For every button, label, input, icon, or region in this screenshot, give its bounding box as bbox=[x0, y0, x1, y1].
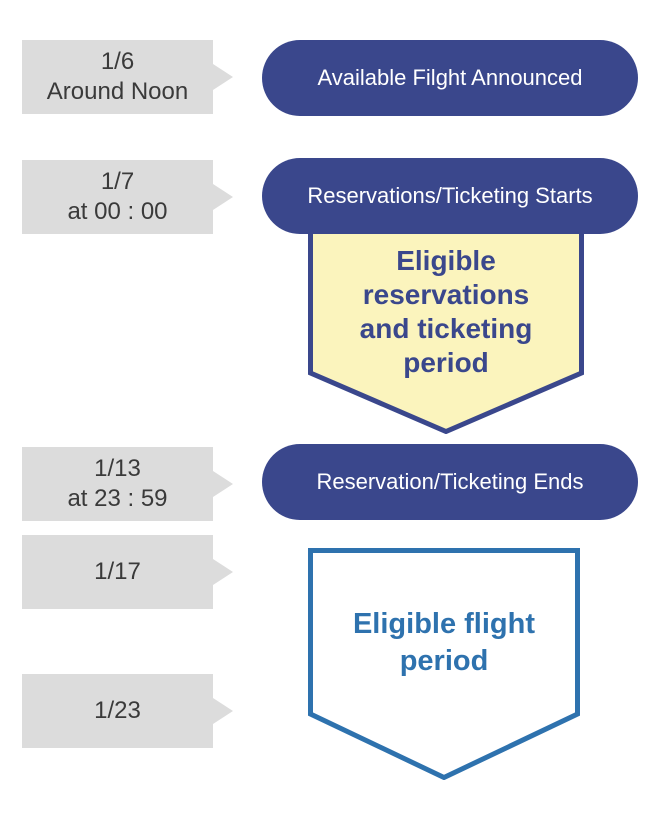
event-pill-flights-announced: Available Filght Announced bbox=[262, 40, 638, 116]
event-pill-reservations-end: Reservation/Ticketing Ends bbox=[262, 444, 638, 520]
date-subtext: at 00 : 00 bbox=[67, 198, 168, 225]
date-text: 1/7 bbox=[100, 168, 135, 195]
date-text: 1/6 bbox=[100, 48, 135, 75]
event-pill-reservations-start: Reservations/Ticketing Starts bbox=[262, 158, 638, 234]
event-label: Available Filght Announced bbox=[317, 65, 583, 90]
period-label-reservations-ticketing: Eligible reservations and ticketing peri… bbox=[359, 245, 533, 378]
event-label: Reservations/Ticketing Starts bbox=[307, 183, 593, 208]
date-subtext: at 23 : 59 bbox=[67, 485, 168, 512]
date-text: 1/23 bbox=[94, 697, 141, 724]
date-label-flight-start: 1/17 bbox=[22, 535, 233, 609]
date-label-announcement: 1/6 Around Noon bbox=[22, 40, 233, 114]
date-subtext: Around Noon bbox=[46, 78, 189, 105]
date-label-reservation-end: 1/13 at 23 : 59 bbox=[22, 447, 233, 521]
period-banner-flight: Eligible flight period bbox=[308, 548, 580, 780]
shield-shape-outline bbox=[308, 548, 580, 780]
period-banner-reservations-ticketing: Eligible reservations and ticketing peri… bbox=[308, 198, 584, 434]
date-text: 1/17 bbox=[94, 558, 141, 585]
date-text: 1/13 bbox=[94, 455, 141, 482]
date-label-flight-end: 1/23 bbox=[22, 674, 233, 748]
period-label-flight: Eligible flight period bbox=[352, 608, 536, 677]
date-label-reservation-start: 1/7 at 00 : 00 bbox=[22, 160, 233, 234]
event-label: Reservation/Ticketing Ends bbox=[316, 469, 584, 494]
